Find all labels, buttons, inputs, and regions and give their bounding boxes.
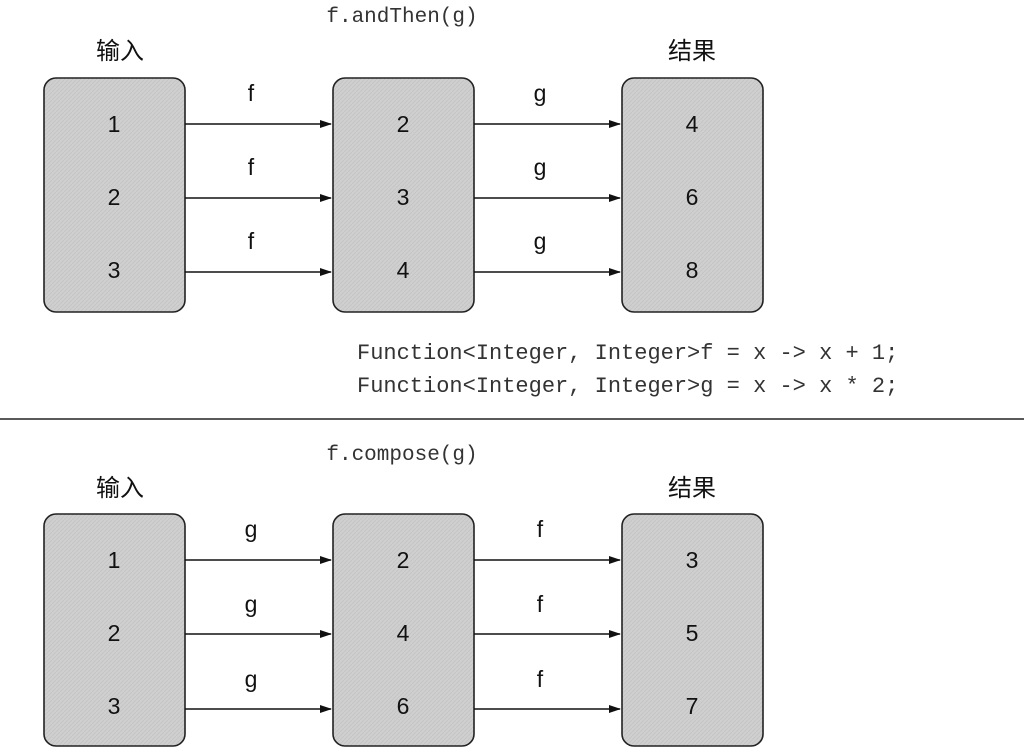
bottom-second-arrow-label: f bbox=[537, 516, 544, 542]
bottom-result-value: 5 bbox=[686, 620, 699, 646]
top-second-arrow-label: g bbox=[534, 228, 547, 254]
bottom-result-value: 7 bbox=[686, 693, 699, 719]
top-result-box bbox=[621, 77, 764, 313]
bottom-middle-value: 6 bbox=[397, 693, 410, 719]
top-first-arrow-label: f bbox=[248, 80, 255, 106]
bottom-result-value: 3 bbox=[686, 547, 699, 573]
top-input-value: 3 bbox=[108, 257, 121, 283]
bottom-panel-title: f.compose(g) bbox=[326, 444, 477, 467]
top-result-value: 8 bbox=[686, 257, 699, 283]
top-first-arrow-label: f bbox=[248, 154, 255, 180]
bottom-input-box bbox=[43, 513, 186, 747]
bottom-input-value: 1 bbox=[108, 547, 121, 573]
bottom-middle-value: 4 bbox=[397, 620, 410, 646]
bottom-input-value: 3 bbox=[108, 693, 121, 719]
top-middle-value: 4 bbox=[397, 257, 410, 283]
bottom-input-value: 2 bbox=[108, 620, 121, 646]
top-result-value: 4 bbox=[686, 111, 699, 137]
bottom-panel: f.compose(g) 输入 结果 1 2 3 2 4 6 3 5 7 g g… bbox=[43, 444, 764, 747]
top-input-label: 输入 bbox=[96, 37, 144, 65]
bottom-result-box bbox=[621, 513, 764, 747]
bottom-second-arrow-label: f bbox=[537, 591, 544, 617]
top-result-value: 6 bbox=[686, 184, 699, 210]
top-panel-title: f.andThen(g) bbox=[326, 6, 477, 29]
bottom-result-label: 结果 bbox=[668, 474, 716, 502]
top-input-box bbox=[43, 77, 186, 313]
top-middle-value: 3 bbox=[397, 184, 410, 210]
bottom-second-arrow-label: f bbox=[537, 666, 544, 692]
top-input-value: 1 bbox=[108, 111, 121, 137]
code-line-f: Function<Integer, Integer>f = x -> x + 1… bbox=[357, 341, 898, 366]
top-result-label: 结果 bbox=[668, 37, 716, 65]
bottom-first-arrow-label: g bbox=[245, 666, 258, 692]
bottom-first-arrow-label: g bbox=[245, 591, 258, 617]
top-second-arrow-label: g bbox=[534, 80, 547, 106]
top-input-value: 2 bbox=[108, 184, 121, 210]
top-middle-value: 2 bbox=[397, 111, 410, 137]
bottom-first-arrow-label: g bbox=[245, 516, 258, 542]
bottom-middle-box bbox=[332, 513, 475, 747]
code-line-g: Function<Integer, Integer>g = x -> x * 2… bbox=[357, 374, 898, 399]
top-middle-box bbox=[332, 77, 475, 313]
top-panel: f.andThen(g) 输入 结果 1 2 3 2 3 4 4 6 8 f f… bbox=[43, 6, 764, 313]
code-block: Function<Integer, Integer>f = x -> x + 1… bbox=[357, 341, 898, 399]
bottom-middle-value: 2 bbox=[397, 547, 410, 573]
bottom-input-label: 输入 bbox=[96, 474, 144, 502]
top-first-arrow-label: f bbox=[248, 228, 255, 254]
top-second-arrow-label: g bbox=[534, 154, 547, 180]
